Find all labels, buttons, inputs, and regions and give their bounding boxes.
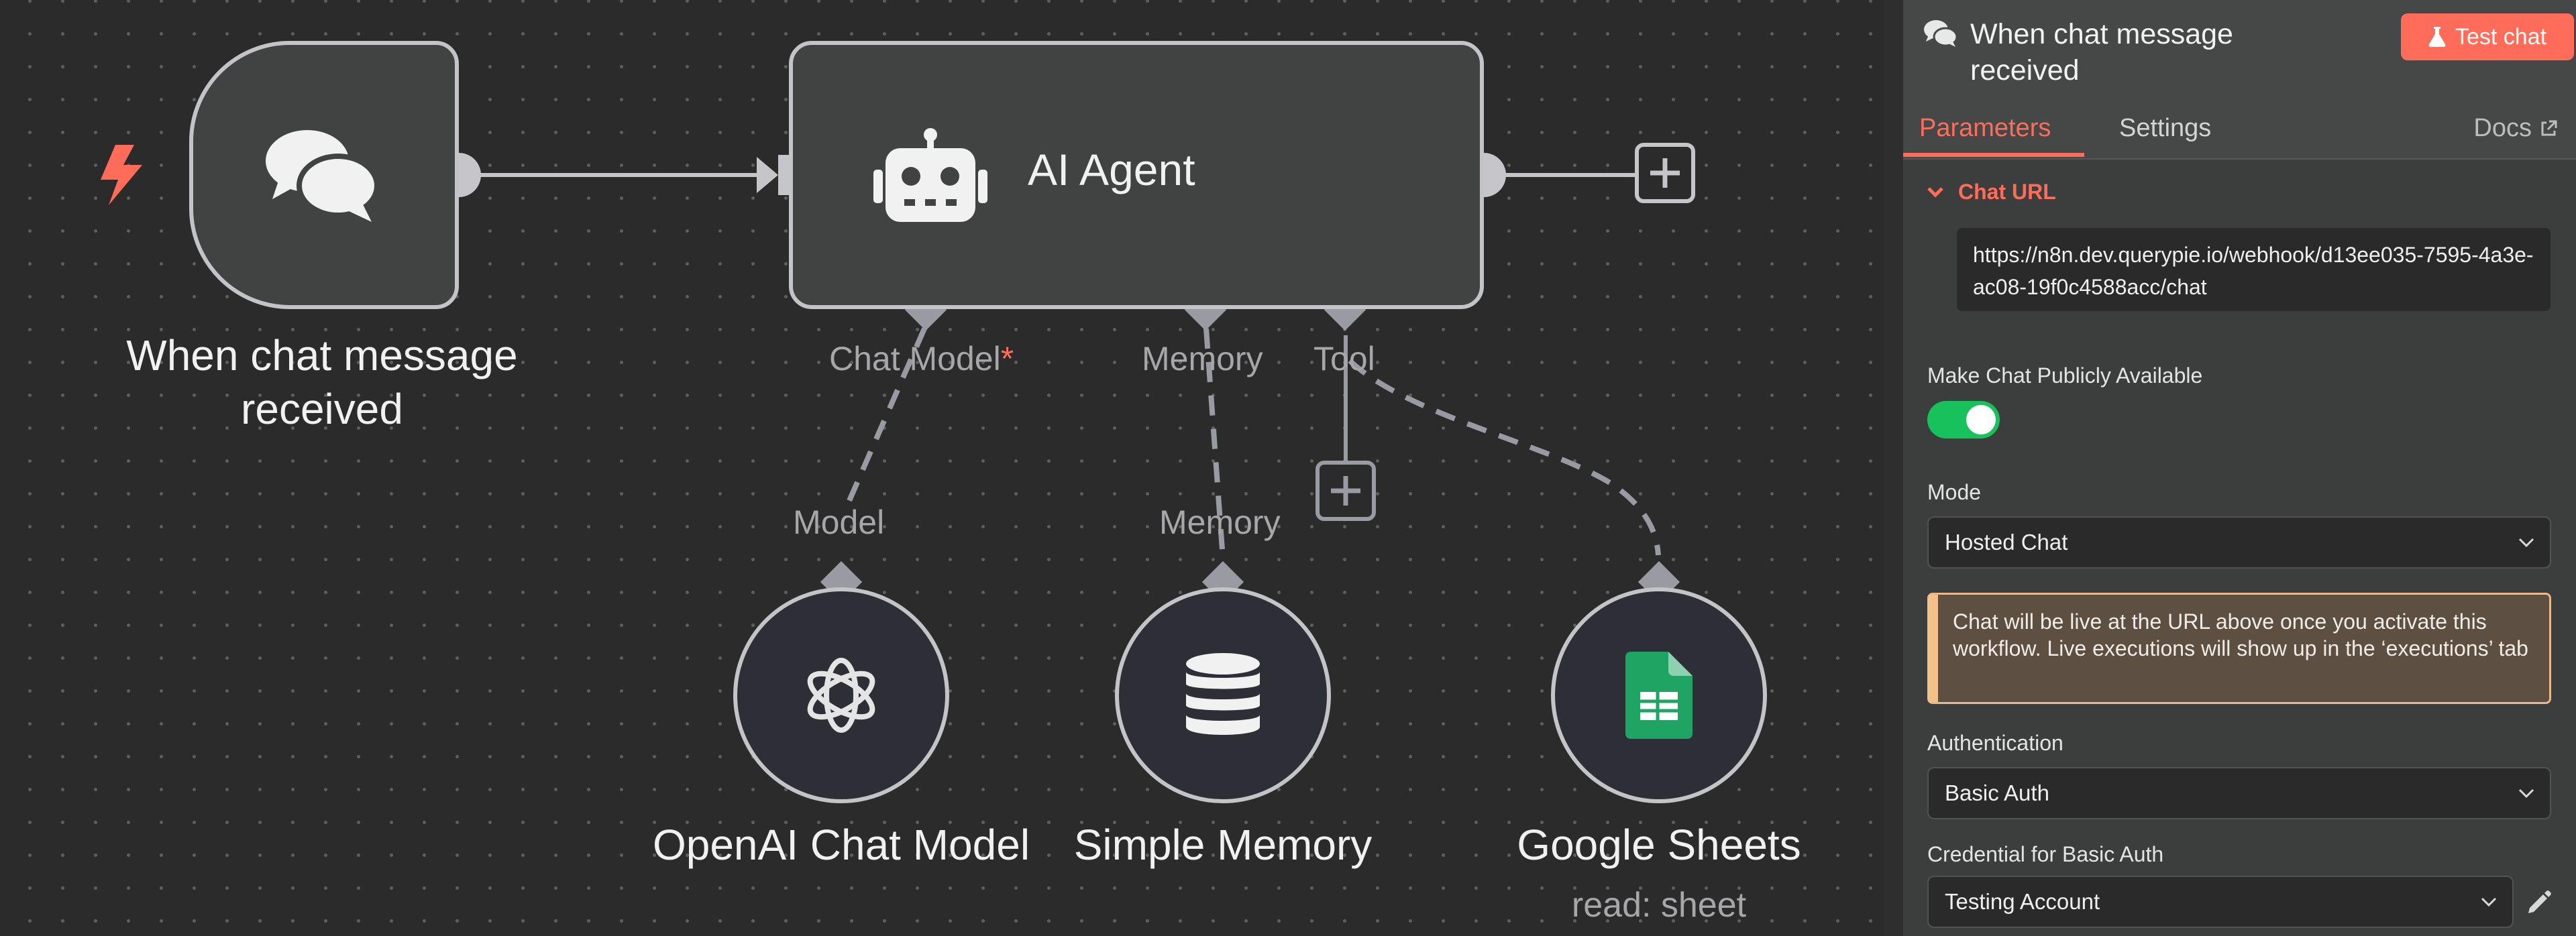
- panel-inner: When chat message received Test chat Par…: [1903, 0, 2576, 936]
- test-chat-label: Test chat: [2455, 23, 2547, 50]
- wire-arrowhead: [757, 157, 778, 193]
- mode-value: Hosted Chat: [1945, 530, 2068, 554]
- external-link-icon: [2541, 120, 2557, 135]
- tool-connector-label: Tool: [1313, 340, 1375, 377]
- openai-input-label: Model: [793, 504, 885, 541]
- activation-notice: Chat will be live at the URL above once …: [1927, 593, 2551, 704]
- trigger-title-line2: received: [241, 385, 403, 433]
- public-toggle[interactable]: [1927, 401, 2000, 438]
- mode-select[interactable]: Hosted Chat: [1927, 516, 2551, 569]
- database-icon: [1186, 653, 1260, 735]
- chat-model-label-text: Chat Model: [829, 340, 1001, 377]
- openai-chat-model-node[interactable]: [733, 587, 949, 803]
- public-toggle-label: Make Chat Publicly Available: [1927, 363, 2203, 388]
- credential-select[interactable]: Testing Account: [1927, 876, 2514, 928]
- active-tab-indicator: [1903, 153, 2084, 157]
- docs-link[interactable]: Docs: [2473, 114, 2557, 143]
- ai-agent-title: AI Agent: [1028, 145, 1195, 194]
- chevron-down-icon: [2518, 788, 2534, 799]
- trigger-node[interactable]: [189, 41, 459, 309]
- trigger-node-title: When chat message received: [80, 329, 564, 436]
- chat-url-value[interactable]: https://n8n.dev.querypie.io/webhook/d13e…: [1957, 228, 2551, 311]
- sheets-node-title: Google Sheets: [1517, 821, 1801, 869]
- toggle-knob: [1966, 405, 1996, 434]
- chat-bubbles-icon: [266, 130, 380, 222]
- parameters-body: Chat URL https://n8n.dev.querypie.io/web…: [1903, 160, 2576, 936]
- mode-label: Mode: [1927, 480, 1982, 504]
- chat-url-label: Chat URL: [1958, 180, 2056, 204]
- tabs-divider: [1903, 158, 2576, 160]
- openai-icon: [807, 658, 875, 733]
- add-node-button[interactable]: [1635, 143, 1695, 203]
- wire-tool-sheets: [1348, 359, 1661, 556]
- credential-label: Credential for Basic Auth: [1927, 842, 2164, 866]
- authentication-value: Basic Auth: [1945, 780, 2049, 805]
- panel-title: When chat message received: [1970, 18, 2233, 86]
- memory-node-title: Simple Memory: [1073, 821, 1373, 869]
- required-star: *: [1000, 340, 1014, 377]
- google-sheets-icon: [1625, 652, 1693, 739]
- tab-settings[interactable]: Settings: [2119, 114, 2212, 142]
- chat-url-section-toggle[interactable]: Chat URL: [1927, 180, 2056, 204]
- add-tool-button[interactable]: [1316, 461, 1376, 521]
- sheets-node-subtitle: read: sheet: [1571, 886, 1747, 925]
- simple-memory-node[interactable]: [1115, 587, 1331, 803]
- trigger-title-line1: When chat message: [126, 331, 518, 379]
- node-settings-panel: When chat message received Test chat Par…: [1884, 0, 2576, 936]
- wire-memory: [1203, 328, 1225, 550]
- chevron-down-icon: [2481, 897, 2497, 907]
- docs-label: Docs: [2473, 114, 2532, 142]
- chevron-down-icon: [2518, 538, 2534, 548]
- robot-icon: [873, 128, 987, 222]
- test-chat-button[interactable]: Test chat: [2401, 13, 2574, 60]
- memory-input-label: Memory: [1159, 504, 1281, 541]
- pencil-icon[interactable]: [2526, 889, 2553, 916]
- openai-node-title: OpenAI Chat Model: [652, 821, 1030, 869]
- google-sheets-node[interactable]: [1551, 587, 1767, 803]
- credential-value: Testing Account: [1945, 889, 2100, 914]
- chevron-down-icon: [1927, 186, 1943, 198]
- memory-connector-label: Memory: [1142, 340, 1263, 377]
- chat-model-connector-label: Chat Model*: [829, 339, 1014, 378]
- workflow-canvas[interactable]: When chat message received AI Agent Chat…: [0, 0, 1884, 936]
- chat-bubbles-icon: [1924, 20, 1958, 47]
- ai-agent-node[interactable]: AI Agent: [789, 41, 1484, 309]
- panel-header: When chat message received Test chat Par…: [1903, 0, 2576, 158]
- tab-parameters[interactable]: Parameters: [1919, 114, 2051, 142]
- flask-icon: [2428, 27, 2446, 47]
- authentication-label: Authentication: [1927, 731, 2063, 755]
- authentication-select[interactable]: Basic Auth: [1927, 767, 2551, 819]
- trigger-bolt-icon: [101, 145, 142, 205]
